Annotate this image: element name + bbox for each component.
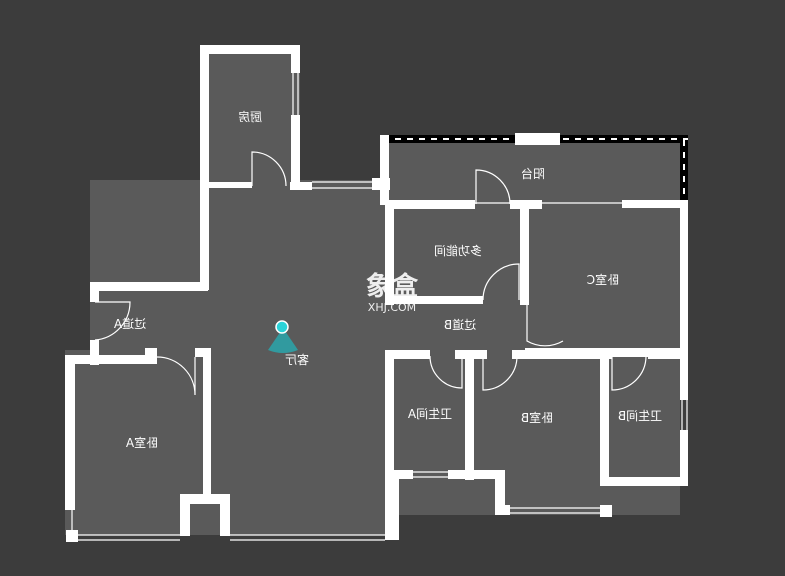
room-label-bedroom-a: 卧室A (125, 435, 158, 450)
watermark-logo: 象盒 XHJ.COM (366, 271, 419, 314)
room-label-hall-a: 过道A (113, 317, 146, 331)
floor-areas (65, 45, 685, 535)
windows (71, 73, 688, 541)
camera-position-icon[interactable] (268, 320, 298, 353)
walls (65, 45, 688, 542)
room-label-bedroom-c: 卧室C (587, 272, 619, 287)
room-label-kitchen: 厨房 (238, 109, 262, 124)
room-label-living: 客厅 (285, 352, 309, 367)
room-label-bath-b: 卫生间B (618, 409, 662, 423)
watermark-brand: 象盒 (366, 271, 419, 302)
balcony-edge (383, 133, 688, 202)
watermark-domain: XHJ.COM (368, 301, 416, 314)
room-label-multi: 多功能间 (434, 244, 482, 258)
doors (94, 151, 647, 396)
room-label-bedroom-b: 卧室B (521, 410, 553, 425)
room-labels: 厨房 阳台 多功能间 卧室C 过道B 过道A 客厅 卧室A 卫生间A 卧室B 卫… (113, 109, 662, 450)
room-label-bath-a: 卫生间A (407, 407, 452, 421)
room-label-hall-b: 过道B (444, 318, 476, 332)
room-label-balcony: 阳台 (521, 166, 545, 181)
